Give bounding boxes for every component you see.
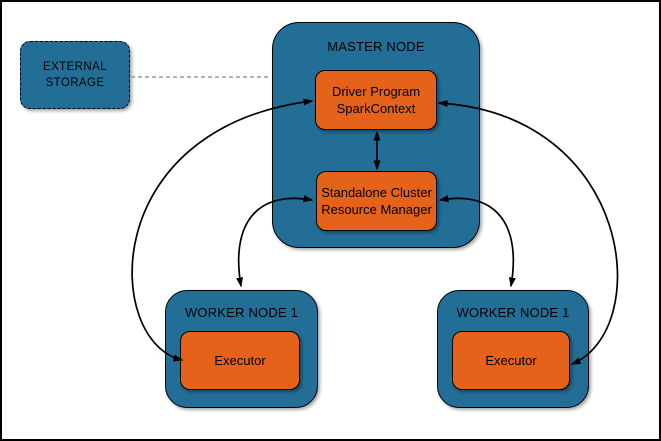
driver-program-label: Driver Program SparkContext (331, 84, 421, 116)
executor-right-box: Executor (452, 331, 570, 390)
executor-left-label: Executor (214, 353, 266, 368)
resource-manager-box: Standalone Cluster Resource Manager (316, 171, 437, 231)
external-storage-node: EXTERNAL STORAGE (20, 41, 130, 109)
worker-node-left-title: WORKER NODE 1 (184, 305, 299, 320)
driver-program-box: Driver Program SparkContext (315, 70, 437, 130)
executor-left-box: Executor (180, 331, 300, 390)
resource-manager-label: Standalone Cluster Resource Manager (321, 185, 432, 217)
worker-node-right-title: WORKER NODE 1 (456, 305, 570, 320)
external-storage-label: EXTERNAL STORAGE (43, 61, 107, 89)
executor-right-label: Executor (485, 353, 537, 368)
master-node-title: MASTER NODE (327, 39, 425, 54)
